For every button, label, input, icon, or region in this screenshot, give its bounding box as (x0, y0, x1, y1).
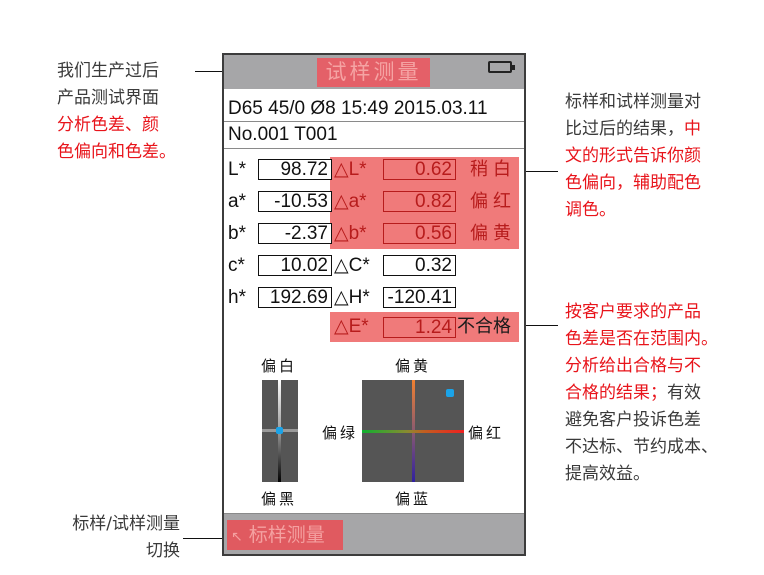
annotation-line: 我们生产过后 (57, 61, 159, 81)
delta-value-L: 0.62 (383, 159, 456, 180)
lightness-bar (262, 380, 298, 482)
annotation-line: 提高效益。 (565, 464, 650, 484)
ab-top-label: 偏黄 (395, 357, 432, 375)
verdict-b: 偏黄 (470, 223, 516, 244)
delta-highlight (330, 157, 519, 249)
annotation-line: 产品测试界面 (57, 88, 159, 108)
leader-line-footer (183, 538, 228, 539)
lightness-top-label: 偏白 (261, 357, 298, 375)
annotation-line: 不达标、节约成本、 (565, 437, 718, 457)
ab-bottom-label: 偏蓝 (395, 490, 432, 508)
annotation-top-left: 我们生产过后 产品测试界面 分析色差、颜 色偏向和色差。 (57, 58, 207, 166)
verdict-a: 偏红 (470, 191, 516, 212)
label-L: L* (228, 159, 246, 180)
label-a: a* (228, 191, 246, 212)
delta-label-b: △b* (334, 223, 367, 244)
annotation-text: 比过后的结果， (565, 119, 684, 139)
annotation-line: 切换 (146, 541, 180, 561)
screen-title: 试样测量 (325, 60, 422, 84)
lightness-bottom-label: 偏黑 (261, 490, 298, 508)
ab-right-label: 偏红 (468, 424, 505, 442)
delta-value-b: 0.56 (383, 223, 456, 244)
sample-id: No.001 T001 (228, 124, 338, 145)
standard-measure-button[interactable] (227, 520, 343, 550)
delta-label-h: △H* (334, 287, 370, 308)
leader-line-delta-e (518, 325, 558, 326)
annotation-text: 有效 (667, 383, 701, 403)
annotation-line: 色差是否在范围内。 (565, 329, 718, 349)
annotation-line: 调色。 (565, 200, 616, 220)
label-h: h* (228, 287, 246, 308)
value-c: 10.02 (258, 255, 332, 276)
annotation-line: 标样/试样测量 (72, 514, 180, 534)
annotation-line: 比过后的结果，中 (565, 116, 764, 143)
lightness-marker-icon (276, 427, 283, 434)
verdict-E: 不合格 (457, 316, 511, 337)
value-b: -2.37 (258, 223, 332, 244)
footer-button-text: 标样测量 (248, 524, 325, 546)
delta-value-a: 0.82 (383, 191, 456, 212)
annotation-text: 合格的结果； (565, 383, 667, 403)
annotation-line: 分析给出合格与不 (565, 356, 701, 376)
value-a: -10.53 (258, 191, 332, 212)
delta-label-a: △a* (334, 191, 367, 212)
divider (224, 121, 524, 122)
annotation-line: 标样和试样测量对 (565, 92, 701, 112)
verdict-L: 稍白 (470, 159, 516, 180)
annotation-line: 分析色差、颜 (57, 115, 159, 135)
delta-value-E: 1.24 (383, 317, 456, 338)
annotation-top-right: 标样和试样测量对 比过后的结果，中 文的形式告诉你颜 色偏向，辅助配色 调色。 (565, 89, 764, 224)
label-c: c* (228, 255, 245, 276)
arrow-up-left-icon: ↖ (231, 529, 243, 545)
annotation-line: 按客户要求的产品 (565, 302, 701, 322)
delta-label-c: △C* (334, 255, 370, 276)
standard-measure-button-label[interactable]: ↖ 标样测量 (227, 520, 343, 550)
delta-label-L: △L* (334, 159, 367, 180)
delta-value-c: 0.32 (383, 255, 456, 276)
annotation-line: 文的形式告诉你颜 (565, 146, 701, 166)
ab-marker-icon (446, 389, 454, 397)
ab-plot (362, 380, 464, 482)
device-screen: 试样测量 D65 45/0 Ø8 15:49 2015.03.11 No.001… (222, 53, 526, 556)
label-b: b* (228, 223, 246, 244)
delta-value-h: -120.41 (383, 287, 456, 308)
annotation-mid-right: 按客户要求的产品 色差是否在范围内。 分析给出合格与不 合格的结果；有效 避免客… (565, 299, 764, 488)
annotation-line: 色偏向，辅助配色 (565, 173, 701, 193)
value-L: 98.72 (258, 159, 332, 180)
annotation-line: 合格的结果；有效 (565, 380, 764, 407)
ab-left-label: 偏绿 (322, 424, 359, 442)
annotation-text: 中 (684, 119, 701, 139)
battery-icon (488, 61, 515, 73)
annotation-line: 色偏向和色差。 (57, 142, 176, 162)
leader-line-verdict (518, 171, 558, 172)
value-h: 192.69 (258, 287, 332, 308)
title-bar: 试样测量 (224, 55, 524, 89)
title-highlight (317, 58, 430, 87)
measurement-info: D65 45/0 Ø8 15:49 2015.03.11 (228, 98, 488, 119)
annotation-bottom-left: 标样/试样测量 切换 (40, 511, 180, 565)
divider (224, 148, 524, 149)
footer-bar: ↖ 标样测量 (224, 513, 524, 554)
ab-horizontal-axis (362, 430, 464, 433)
annotation-line: 避免客户投诉色差 (565, 410, 701, 430)
delta-label-E: △E* (334, 316, 369, 337)
